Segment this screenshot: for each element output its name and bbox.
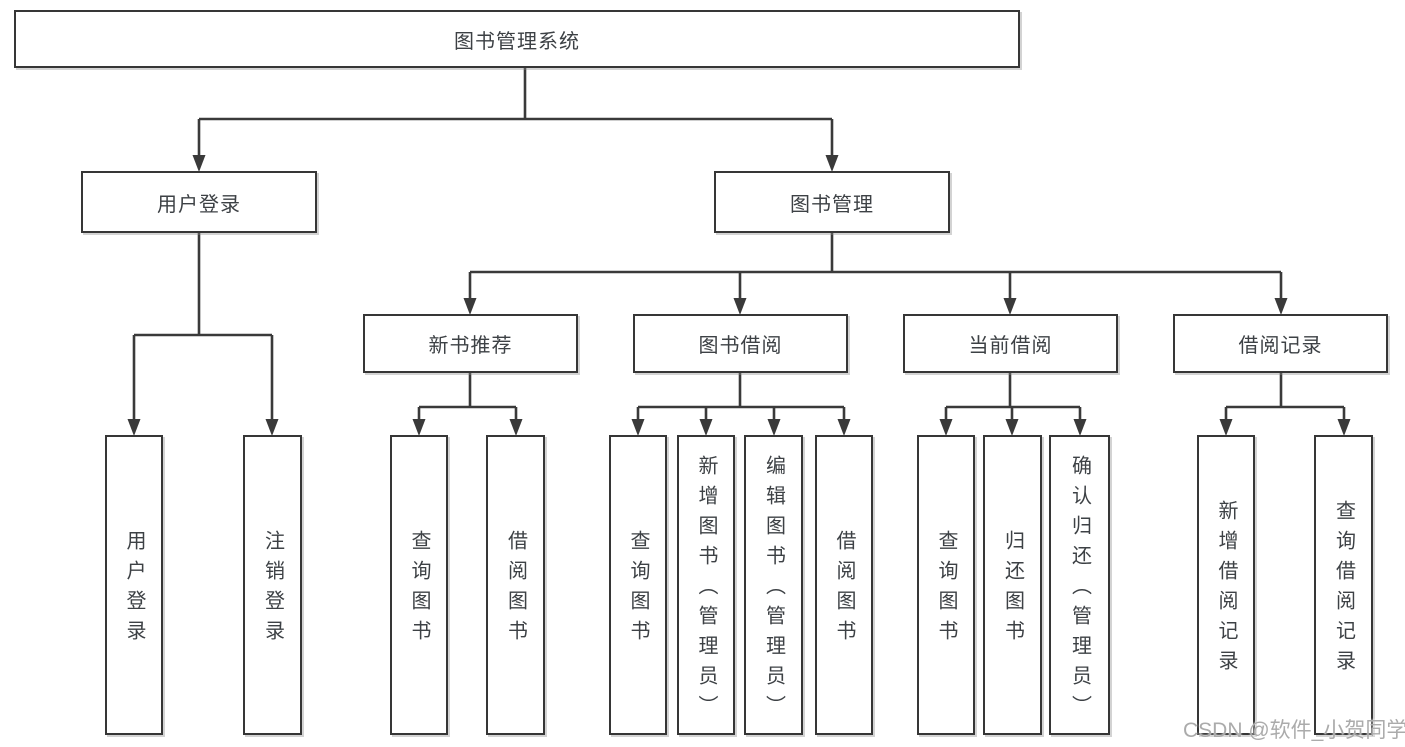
- leaf-user-login-label: 用户登录: [123, 530, 145, 650]
- leaf-current-confirm-return-admin-label: 确认归还（管理员）: [1068, 455, 1091, 725]
- node-current-borrowing-label: 当前借阅: [968, 335, 1053, 357]
- node-new-book-recommend: 新书推荐: [363, 314, 578, 373]
- leaf-user-login: 用户登录: [105, 435, 163, 735]
- leaf-borrowing-add-books-admin: 新增图书（管理员）: [677, 435, 735, 735]
- leaf-logout-label: 注销登录: [261, 530, 284, 650]
- csdn-watermark: CSDN @软件_小贺同学: [1183, 719, 1405, 742]
- leaf-records-add-record: 新增借阅记录: [1197, 435, 1255, 735]
- leaf-records-add-record-label: 新增借阅记录: [1215, 500, 1237, 680]
- node-root-label: 图书管理系统: [454, 30, 580, 53]
- node-book-management-label: 图书管理: [790, 193, 874, 216]
- leaf-newbook-borrow-books: 借阅图书: [486, 435, 545, 735]
- leaf-newbook-query-books-label: 查询图书: [408, 530, 430, 650]
- leaf-current-return-books-label: 归还图书: [1001, 530, 1024, 650]
- node-root: 图书管理系统: [14, 10, 1020, 68]
- node-user-login: 用户登录: [81, 171, 317, 233]
- leaf-borrowing-add-books-admin-label: 新增图书（管理员）: [695, 455, 717, 725]
- leaf-borrowing-borrow-books: 借阅图书: [815, 435, 873, 735]
- node-book-management: 图书管理: [714, 171, 950, 233]
- leaf-newbook-borrow-books-label: 借阅图书: [504, 530, 527, 650]
- leaf-borrowing-edit-books-admin-label: 编辑图书（管理员）: [762, 455, 785, 725]
- node-current-borrowing: 当前借阅: [903, 314, 1118, 373]
- node-user-login-label: 用户登录: [157, 193, 241, 216]
- node-book-borrowing-label: 图书借阅: [698, 335, 783, 357]
- leaf-current-query-books-label: 查询图书: [935, 530, 957, 650]
- leaf-borrowing-borrow-books-label: 借阅图书: [833, 530, 855, 650]
- leaf-current-query-books: 查询图书: [917, 435, 975, 735]
- leaf-borrowing-edit-books-admin: 编辑图书（管理员）: [744, 435, 803, 735]
- leaf-records-query-record-label: 查询借阅记录: [1332, 500, 1355, 680]
- leaf-records-query-record: 查询借阅记录: [1314, 435, 1373, 735]
- leaf-borrowing-query-books: 查询图书: [609, 435, 667, 735]
- node-new-book-recommend-label: 新书推荐: [428, 335, 513, 357]
- node-borrowing-records: 借阅记录: [1173, 314, 1388, 373]
- leaf-current-return-books: 归还图书: [983, 435, 1042, 735]
- leaf-logout: 注销登录: [243, 435, 302, 735]
- leaf-newbook-query-books: 查询图书: [390, 435, 448, 735]
- leaf-current-confirm-return-admin: 确认归还（管理员）: [1049, 435, 1110, 735]
- node-book-borrowing: 图书借阅: [633, 314, 848, 373]
- leaf-borrowing-query-books-label: 查询图书: [627, 530, 649, 650]
- node-borrowing-records-label: 借阅记录: [1238, 335, 1323, 357]
